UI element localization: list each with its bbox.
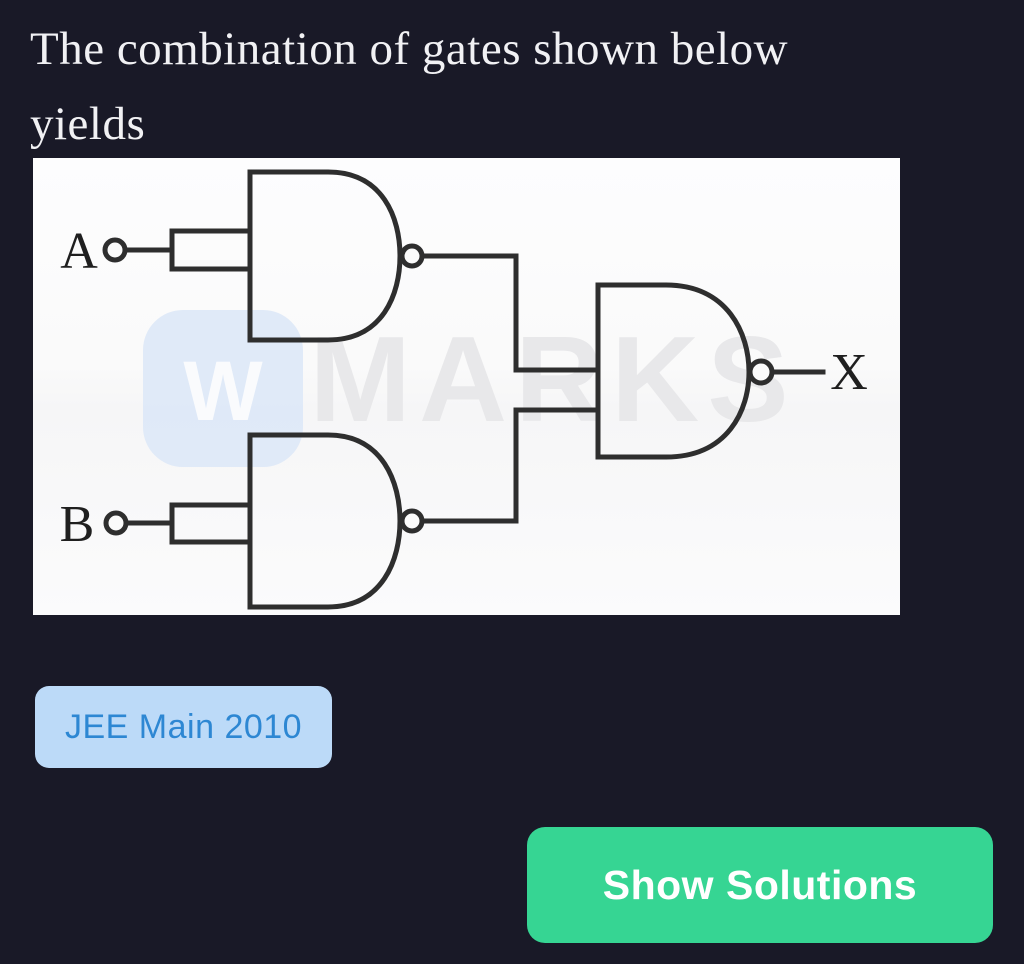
input-b-box: [169, 502, 253, 545]
show-solutions-button[interactable]: Show Solutions: [527, 827, 993, 943]
watermark-logo-letter: W: [183, 344, 263, 438]
question-title-line1: The combination of gates shown below: [30, 23, 789, 75]
wire-bottom-to-final: [419, 407, 601, 524]
question-title-line2: yields: [30, 98, 146, 150]
wire-top-to-final: [419, 253, 601, 373]
question-title: The combination of gates shown below yie…: [30, 12, 970, 162]
nand-gate-top-bubble: [399, 243, 425, 269]
circuit-labels: A B X: [60, 223, 868, 553]
circuit-figure: W MARKS A: [33, 158, 900, 615]
label-output-x: X: [830, 344, 868, 401]
circuit-diagram: W MARKS A: [60, 169, 868, 610]
watermark-logo: [143, 310, 303, 467]
watermark: W MARKS: [143, 310, 796, 467]
label-input-b: B: [60, 496, 95, 553]
nand-gate-bottom-bubble: [399, 508, 425, 534]
exam-tag-badge: JEE Main 2010: [35, 686, 333, 768]
nand-gate-final-bubble: [747, 358, 775, 386]
input-a-box: [169, 228, 253, 272]
watermark-text: MARKS: [309, 311, 796, 447]
input-a-terminal: [102, 237, 128, 263]
circuit-wires: [102, 169, 826, 610]
input-b-terminal: [103, 510, 129, 536]
label-input-a: A: [60, 223, 98, 280]
